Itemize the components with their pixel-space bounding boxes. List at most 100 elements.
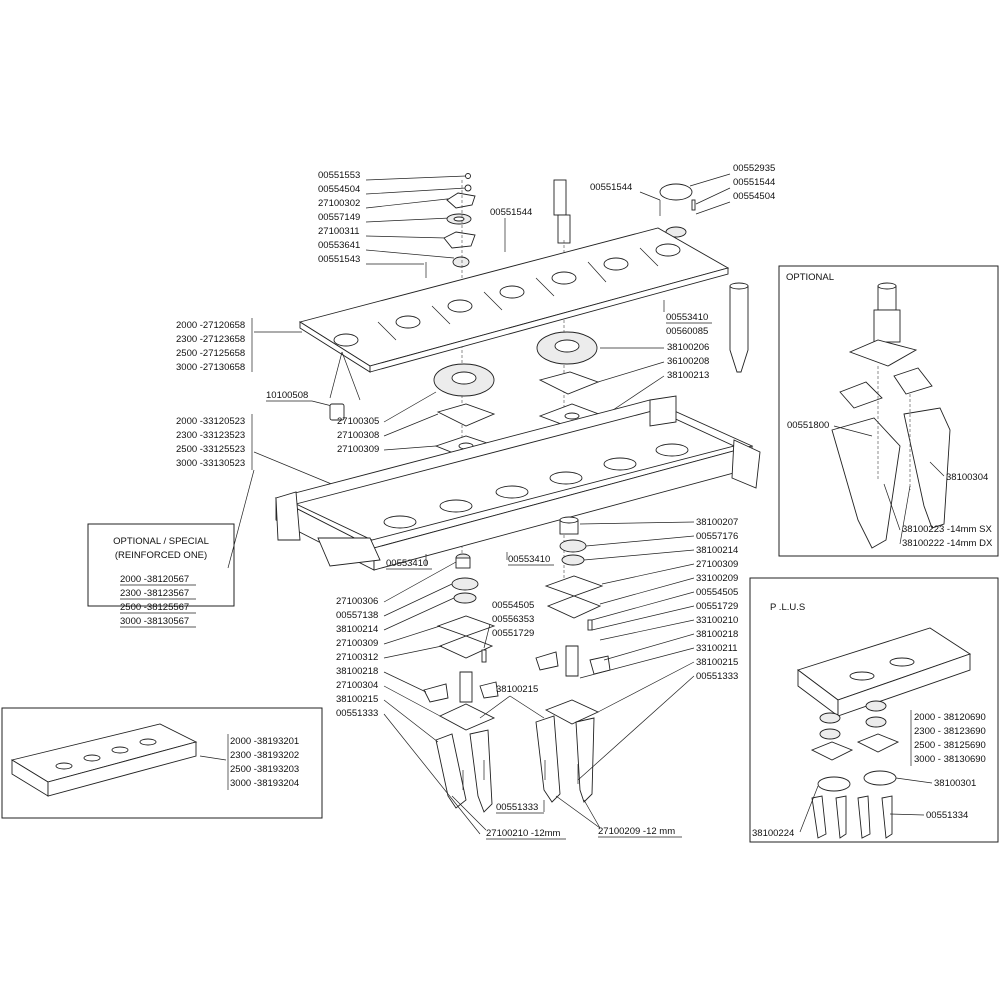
top-plate: [298, 227, 730, 373]
rs-4: 33100209: [696, 573, 738, 584]
label-top-5: 00553641: [318, 240, 360, 251]
ls-5: 38100218: [336, 666, 378, 677]
label-tr-0: 00552935: [733, 163, 775, 174]
right-gear-group: 38100206 36100208 38100213: [536, 331, 709, 429]
ms-2: 00551729: [492, 628, 534, 639]
plus-variant-0: 2000 - 38120690: [914, 712, 986, 723]
plus-variant-3: 3000 - 38130690: [914, 754, 986, 765]
plus-variant-2: 2500 - 38125690: [914, 740, 986, 751]
bottom-left-variant-box: 2000 -38193201 2300 -38193202 2500 -3819…: [1, 707, 323, 819]
bl-variant-1: 2300 -38193202: [230, 750, 299, 761]
ls-0: 27100306: [336, 596, 378, 607]
plate-variant-0: 2000 -27120658: [176, 320, 245, 331]
rs-8: 38100218: [696, 629, 738, 640]
label-00553410-mid: 00553410: [508, 554, 550, 565]
label-top-6: 00551543: [318, 254, 360, 265]
bl-variant-2: 2500 -38193203: [230, 764, 299, 775]
opt-special-title-1: (REINFORCED ONE): [115, 550, 207, 561]
frame-variant-0: 2000 -33120523: [176, 416, 245, 427]
ms-1: 00556353: [492, 614, 534, 625]
label-top-0: 00551553: [318, 170, 360, 181]
plate-variant-2: 2500 -27125658: [176, 348, 245, 359]
blade-label-0: 27100210 -12mm: [486, 828, 561, 839]
opt-special-v1: 2300 -38123567: [120, 588, 189, 599]
opt-label-0: 00551800: [787, 420, 829, 431]
ms-0: 00554505: [492, 600, 534, 611]
opt-special-v0: 2000 -38120567: [120, 574, 189, 585]
opt-special-title-0: OPTIONAL / SPECIAL: [113, 536, 209, 547]
opt-label-2: 38100223 -14mm SX: [902, 524, 992, 535]
blade-labels: 27100210 -12mm 27100209 -12 mm: [451, 795, 682, 840]
label-gr-1: 36100208: [667, 356, 709, 367]
top-right-labels: 00552935 00551544 00554504: [689, 163, 775, 215]
blade-label-1: 27100209 -12 mm: [598, 826, 675, 837]
bl-variant-0: 2000 -38193201: [230, 736, 299, 747]
ls-3: 27100309: [336, 638, 378, 649]
right-stack-parts: [535, 516, 611, 803]
ls-8: 00551333: [336, 708, 378, 719]
opt-label-3: 38100222 -14mm DX: [902, 538, 993, 549]
rs-11: 00551333: [696, 671, 738, 682]
dowel-pin: [729, 285, 749, 373]
rs-7: 33100210: [696, 615, 738, 626]
frame-variant-1: 2300 -33123523: [176, 430, 245, 441]
opt-special-v2: 2500 -38125567: [120, 602, 189, 613]
label-gr-2: 38100213: [667, 370, 709, 381]
label-gl-0: 27100305: [337, 416, 379, 427]
optional-box: OPTIONAL 00551800 38100304 38100223 -14m…: [778, 265, 999, 557]
optional-title: OPTIONAL: [786, 272, 834, 283]
rs-6: 00551729: [696, 601, 738, 612]
label-gl-2: 27100309: [337, 444, 379, 455]
ls-2: 38100214: [336, 624, 378, 635]
label-shaft-left: 00551544: [590, 182, 632, 193]
main-frame: [274, 395, 761, 571]
rs-3: 27100309: [696, 559, 738, 570]
plus-variant-1: 2300 - 38123690: [914, 726, 986, 737]
label-top-2: 27100302: [318, 198, 360, 209]
label-pin-0: 00553410: [666, 312, 708, 323]
label-top-3: 00557149: [318, 212, 360, 223]
rs-2: 38100214: [696, 545, 738, 556]
rs-0: 38100207: [696, 517, 738, 528]
ls-6: 27100304: [336, 680, 378, 691]
label-gl-1: 27100308: [337, 430, 379, 441]
label-10100508: 10100508: [266, 390, 308, 401]
label-top-1: 00554504: [318, 184, 360, 195]
plus-label-0: 38100301: [934, 778, 976, 789]
mid-stack-labels: 00554505 00556353 00551729: [481, 600, 534, 663]
plate-variant-1: 2300 -27123658: [176, 334, 245, 345]
rs-9: 33100211: [696, 643, 738, 654]
plus-title: P .L.U.S: [770, 602, 805, 613]
label-pin-1: 00560085: [666, 326, 708, 337]
rs-10: 38100215: [696, 657, 738, 668]
label-tr-1: 00551544: [733, 177, 775, 188]
plate-variant-3: 3000 -27130658: [176, 362, 245, 373]
label-38100215-mid: 38100215: [496, 684, 538, 695]
label-00553410-left: 00553410: [386, 558, 428, 569]
ls-4: 27100312: [336, 652, 378, 663]
label-00551333-bottom: 00551333: [496, 802, 538, 813]
frame-variant-2: 2500 -33125523: [176, 444, 245, 455]
plate-variants: 2000 -27120658 2300 -27123658 2500 -2712…: [176, 318, 361, 401]
optional-special-box: OPTIONAL / SPECIAL (REINFORCED ONE) 2000…: [87, 523, 235, 628]
right-stack-labels: 38100207 00557176 38100214 27100309 3310…: [577, 517, 738, 781]
bl-variant-3: 3000 -38193204: [230, 778, 299, 789]
plus-box: P .L.U.S 2000 - 38120690 2300 - 38123690…: [749, 577, 999, 843]
top-left-hardware-labels: 00551553 00554504 27100302 00557149 2710…: [318, 170, 467, 265]
left-stack-labels: 27100306 00557138 38100214 27100309 2710…: [336, 561, 481, 835]
opt-special-v3: 3000 -38130567: [120, 616, 189, 627]
label-tr-2: 00554504: [733, 191, 775, 202]
plus-label-2: 38100224: [752, 828, 794, 839]
left-stack-parts: [423, 553, 499, 813]
label-gr-0: 38100206: [667, 342, 709, 353]
rs-5: 00554505: [696, 587, 738, 598]
pin-labels: 00553410 00560085: [663, 300, 712, 337]
frame-variant-3: 3000 -33130523: [176, 458, 245, 469]
rs-1: 00557176: [696, 531, 738, 542]
plus-label-1: 00551334: [926, 810, 968, 821]
left-gear-group: 27100305 27100308 27100309: [337, 363, 498, 459]
label-00551544-mid: 00551544: [490, 207, 532, 218]
ls-1: 00557138: [336, 610, 378, 621]
ls-7: 38100215: [336, 694, 378, 705]
